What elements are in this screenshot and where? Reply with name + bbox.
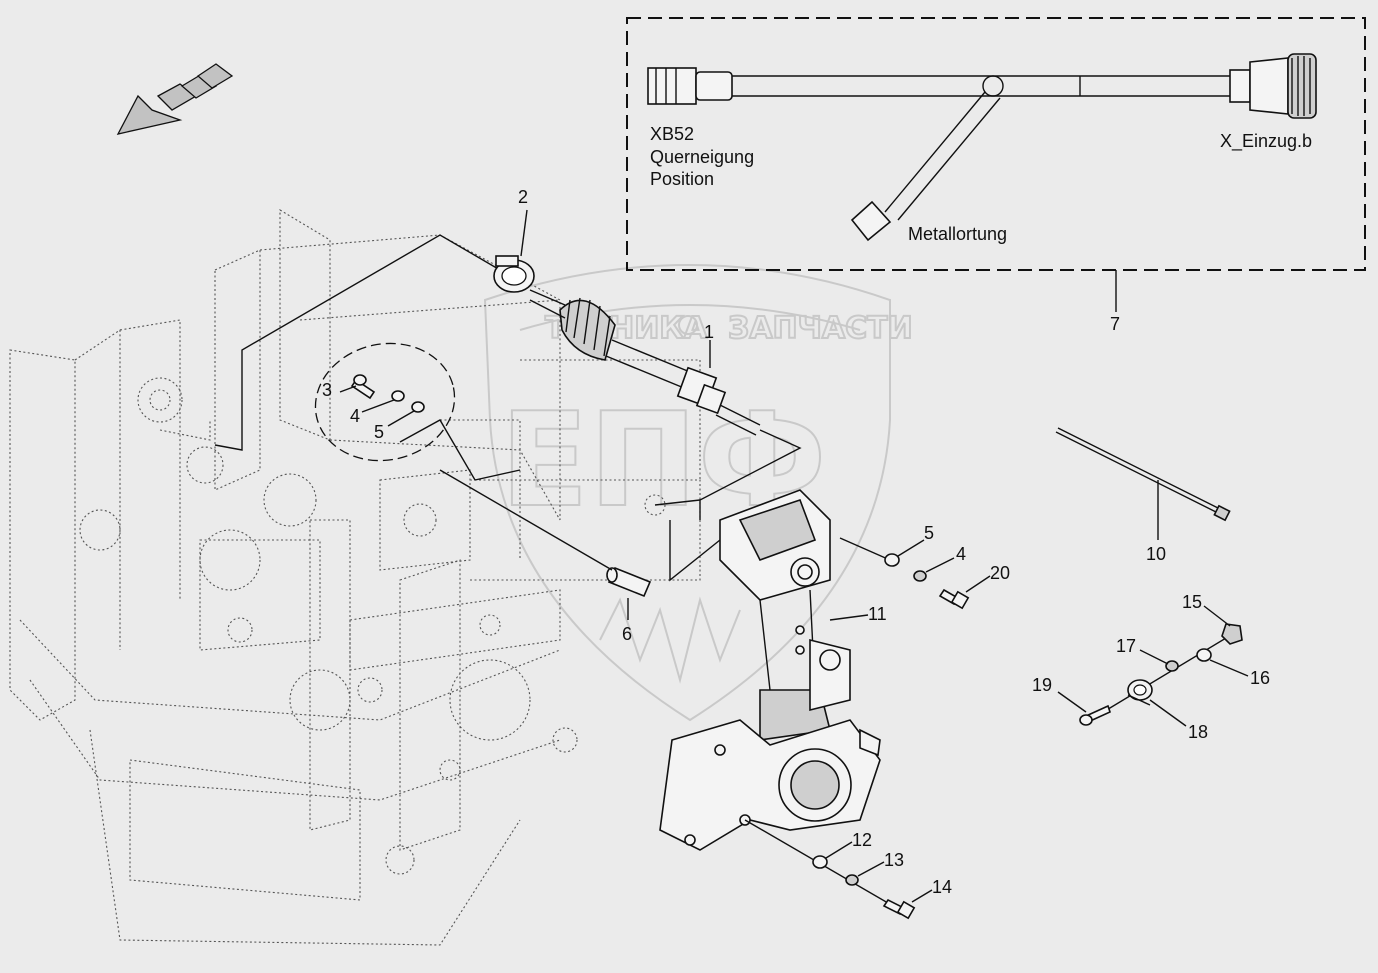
fastener-detail-group: 3 4 5 <box>314 342 521 481</box>
callout-18: 18 <box>1188 722 1208 742</box>
harness-dashed-frame <box>626 17 1366 271</box>
callout-3: 3 <box>322 380 332 400</box>
callout-5-left: 5 <box>374 422 384 442</box>
callout-4-left: 4 <box>350 406 360 426</box>
nut-part-15-icon <box>1221 623 1243 645</box>
label-xb52: XB52 <box>650 124 694 144</box>
label-querneigung: Querneigung <box>650 147 754 167</box>
washer-part-17-icon <box>1165 660 1179 672</box>
watermark-gear-icon <box>678 315 698 335</box>
callout-6: 6 <box>622 624 632 644</box>
label-x-einzug: X_Einzug.b <box>1220 131 1312 152</box>
washer-part-12-icon <box>812 855 828 869</box>
callout-15: 15 <box>1182 592 1202 612</box>
callout-1: 1 <box>704 322 714 342</box>
watermark-shield <box>483 264 891 722</box>
bolt-part-3-icon <box>350 374 376 400</box>
washer-part-4-icon <box>391 390 405 402</box>
universal-joint-part-1 <box>676 366 761 436</box>
gearbox-part-11: 11 <box>654 489 891 851</box>
harness-splice <box>982 75 1004 97</box>
spacer-part-6: 6 <box>439 469 652 644</box>
harness-ground-branch <box>884 91 1001 221</box>
connector-x-einzug-icon <box>1229 53 1317 119</box>
washer-part-4-icon <box>913 570 927 582</box>
washer-part-5-icon <box>884 553 900 567</box>
callout-2: 2 <box>518 187 528 207</box>
callout-4-right: 4 <box>956 544 966 564</box>
callout-11: 11 <box>868 604 887 624</box>
callout-7: 7 <box>1110 314 1120 334</box>
label-position: Position <box>650 169 714 189</box>
drive-shaft-assembly: 1 2 <box>214 187 802 520</box>
harness-main-cable <box>730 75 1232 97</box>
hose-clamp-part-2 <box>493 255 535 293</box>
callout-20: 20 <box>990 563 1010 583</box>
callout-5-right: 5 <box>924 523 934 543</box>
bolt-part-19-icon <box>1079 704 1111 726</box>
bolt-part-14-icon <box>882 898 916 920</box>
callout-19: 19 <box>1032 675 1052 695</box>
tilt-sensor-screen <box>738 498 817 561</box>
cable-tie-part-10: 10 <box>1055 427 1231 564</box>
callout-13: 13 <box>884 850 904 870</box>
watermark-text-right: ЗАПЧАСТИ <box>728 311 913 346</box>
label-metallortung: Metallortung <box>908 224 1007 244</box>
callout-10: 10 <box>1146 544 1166 564</box>
shaft-bellows <box>559 297 616 361</box>
ground-ring-terminal-icon <box>850 200 892 242</box>
callout-16: 16 <box>1250 668 1270 688</box>
machine-frame <box>9 209 701 946</box>
sensor-fasteners: 5 4 20 <box>884 523 1010 610</box>
washer-part-16-icon <box>1196 648 1212 662</box>
connector-xb52-icon <box>647 67 733 105</box>
direction-arrow-icon <box>116 63 234 135</box>
callout-17: 17 <box>1116 636 1136 656</box>
gearbox-fasteners: 12 13 14 <box>744 819 952 920</box>
callout-12: 12 <box>852 830 872 850</box>
p-clamp-part-18-icon <box>1127 679 1153 706</box>
clamp-fastener-group: 15 16 17 18 19 <box>1032 592 1270 742</box>
watermark-emblem <box>599 596 741 684</box>
bolt-part-20-icon <box>938 588 970 610</box>
callout-14: 14 <box>932 877 952 897</box>
washer-part-5-icon <box>411 401 425 413</box>
wiring-harness-group: XB52 Querneigung Position X_Einzug.b Met… <box>626 17 1366 334</box>
washer-part-13-icon <box>845 874 859 886</box>
